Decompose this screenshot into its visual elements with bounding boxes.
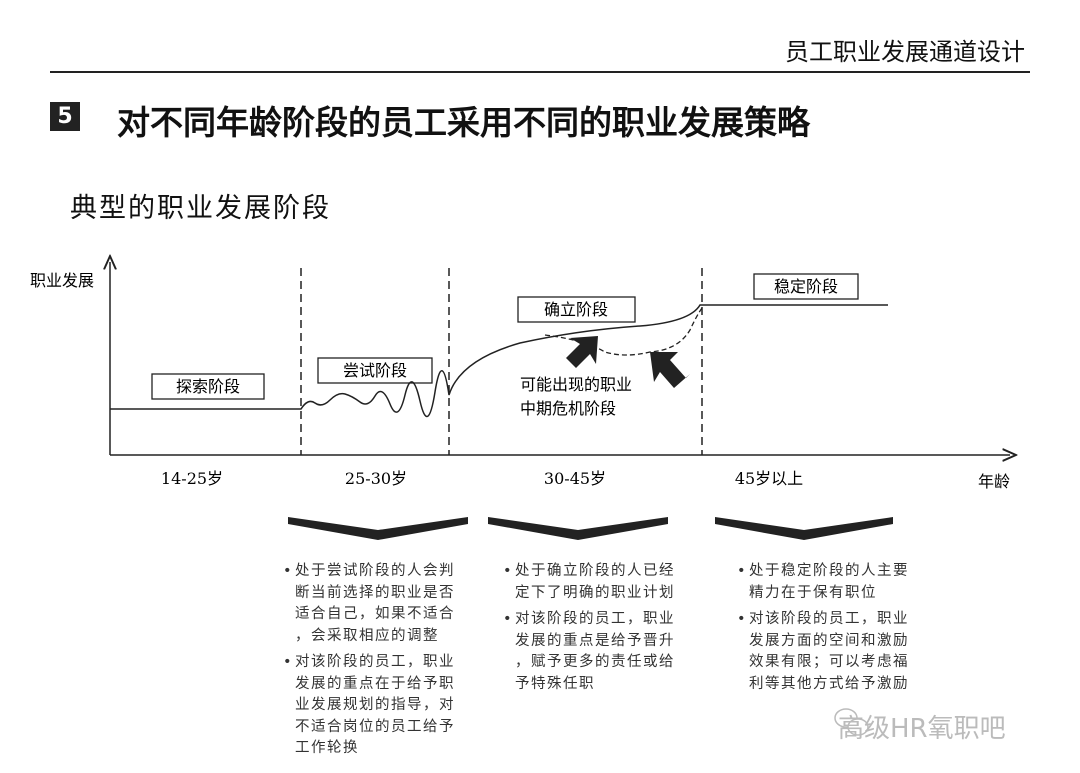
stage-label: 尝试阶段 (343, 361, 407, 380)
crisis-note: 可能出现的职业 (520, 375, 632, 394)
bullet-line: 对该阶段的员工，职业 (295, 654, 455, 670)
age-label: 14-25岁 (161, 469, 223, 488)
stage-label: 确立阶段 (544, 300, 608, 319)
bullet-line: 效果有限；可以考虑福 (749, 654, 909, 670)
bullet-line: 工作轮换 (295, 740, 359, 756)
chevron-down-icon (715, 517, 893, 540)
establish-stage-notes: 处于确立阶段的人已经定下了明确的职业计划对该阶段的员工，职业发展的重点是给予晋升… (503, 561, 675, 700)
stage-dividers (300, 268, 703, 455)
bullet-line: 利等其他方式给予激励 (749, 675, 909, 692)
header-title: 员工职业发展通道设计 (785, 38, 1025, 66)
age-label: 25-30岁 (345, 469, 407, 488)
watermark: 高级HR氧职吧 (838, 714, 1006, 744)
stage-box-stable (753, 273, 859, 300)
chevron-down-icon (488, 517, 668, 540)
bullet-line: 发展的重点是给予晋升 (515, 632, 675, 649)
bullet-line: 对该阶段的员工，职业 (749, 611, 909, 627)
section-number: 5 (50, 102, 80, 131)
subtitle: 典型的职业发展阶段 (70, 193, 331, 224)
bullet-line: ，赋予更多的责任或给 (515, 654, 675, 670)
bullet-line: 适合自己，如果不适合 (295, 606, 455, 622)
bullet-line: 处于稳定阶段的人主要 (749, 563, 909, 579)
bullet-line: 断当前选择的职业是否 (295, 584, 455, 601)
age-label: 45岁以上 (735, 469, 803, 488)
bullet-line: 精力在于保有职位 (749, 584, 877, 601)
stable-stage-notes: 处于稳定阶段的人主要精力在于保有职位对该阶段的员工，职业发展方面的空间和激励效果… (737, 561, 909, 700)
stage-label: 探索阶段 (176, 377, 240, 396)
header-divider (50, 71, 1030, 73)
bullet-line: 业发展规划的指导，对 (295, 697, 455, 713)
arrow-up-right-icon (560, 336, 598, 368)
wechat-icon (834, 708, 869, 736)
bullet-line: 处于尝试阶段的人会判 (295, 563, 455, 579)
trial-stage-notes: 处于尝试阶段的人会判断当前选择的职业是否适合自己，如果不适合，会采取相应的调整对… (283, 561, 455, 765)
bullet-line: ，会采取相应的调整 (295, 627, 439, 644)
chevron-down-icon (288, 517, 468, 540)
y-axis-label: 职业发展 (30, 271, 94, 290)
age-label: 30-45岁 (544, 469, 606, 488)
arrow-up-left-icon (650, 352, 690, 388)
stage-box-trial (317, 357, 433, 384)
crisis-note: 中期危机阶段 (520, 399, 616, 418)
stage-box-establish (517, 296, 636, 323)
stage-box-explore (151, 373, 265, 400)
bullet-line: 予特殊任职 (515, 675, 595, 692)
bullet-item: 对该阶段的员工，职业发展的重点在于给予职业发展规划的指导，对不适合岗位的员工给予… (283, 652, 455, 760)
bullet-line: 对该阶段的员工，职业 (515, 611, 675, 627)
bullet-line: 不适合岗位的员工给予 (295, 718, 455, 735)
bullet-line: 处于确立阶段的人已经 (515, 563, 675, 579)
bullet-line: 发展的重点在于给予职 (295, 675, 455, 692)
section-title: 对不同年龄阶段的员工采用不同的职业发展策略 (117, 103, 810, 142)
career-curve (110, 304, 888, 417)
bullet-line: 发展方面的空间和激励 (749, 632, 909, 649)
stage-label: 稳定阶段 (774, 277, 838, 296)
x-axis-label: 年龄 (978, 472, 1010, 491)
bullet-line: 定下了明确的职业计划 (515, 584, 675, 601)
